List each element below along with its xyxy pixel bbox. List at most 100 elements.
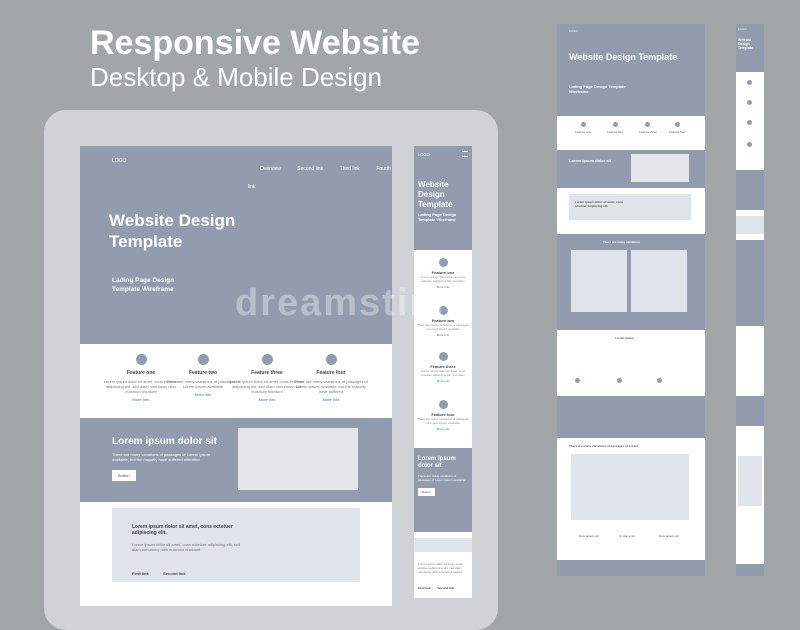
preview-cta-title: Lorem ipsum dolor sit <box>569 158 612 163</box>
logo[interactable]: LOGO <box>112 158 127 164</box>
feature-icon <box>135 354 147 365</box>
main-nav: Overview Second link Third link Fourth l… <box>248 157 392 193</box>
menu-icon[interactable] <box>462 151 468 157</box>
mobile-preview-hero <box>736 24 764 72</box>
card-text: Lorem ipsum dolor sit amet, cons ectetue… <box>132 542 241 552</box>
preview-feature-title: Feature one <box>575 130 592 134</box>
card-title: Lorem ipsum dolor sit amet, cons ectetue… <box>132 524 233 536</box>
mobile-card-link-2[interactable]: Second link <box>437 586 455 590</box>
feature-more-link[interactable]: More info <box>258 397 276 402</box>
preview-bottom-title: Duis autem vel <box>659 534 679 538</box>
mobile-preview-icon <box>747 120 752 125</box>
mobile-feature: Feature two There are many variations of… <box>416 306 470 337</box>
preview-feature-title: Feature two <box>607 130 623 134</box>
mobile-image-placeholder <box>414 538 472 552</box>
nav-link-1[interactable]: Overview <box>260 166 281 172</box>
preview-variations-title: There are many variations <box>603 240 641 244</box>
feature-card: Feature one Lorem ipsum dolor sit amet, … <box>102 354 180 402</box>
full-page-preview: LOGO Website Design Template Lading Page… <box>557 24 705 576</box>
feature-text: There are many variations of passages of… <box>166 379 240 389</box>
feature-more-link[interactable]: More Info <box>436 285 450 289</box>
mobile-preview-icon <box>747 100 752 105</box>
preview-quote-band <box>557 396 705 438</box>
hero-subtitle: Lading Page Design Template Wireframe <box>112 277 175 293</box>
preview-hero-subtitle: Lading Page Design Template Wireframe <box>569 84 626 94</box>
mobile-feature: Feature three Lorem ipsum dolor sit amet… <box>416 352 470 383</box>
preview-card-title: Lorem ipsum dolor sit amet, cons ectetue… <box>575 200 624 208</box>
mobile-card-link-1[interactable]: First link <box>418 586 431 590</box>
mobile-preview-icon <box>747 80 752 85</box>
feature-icon <box>438 400 448 409</box>
preview-feature-icon <box>581 122 586 127</box>
feature-title: Feature two <box>188 370 218 376</box>
nav-link-4[interactable]: Fourth link <box>248 166 391 190</box>
mobile-preview-band <box>736 170 764 210</box>
mobile-preview-band-2 <box>736 396 764 426</box>
feature-more-link[interactable]: More info <box>436 379 450 383</box>
mobile-preview-card <box>736 216 764 234</box>
preview-image <box>631 250 687 312</box>
feature-title: Feature one <box>431 270 455 275</box>
preview-feature-icon <box>613 122 618 127</box>
preview-avatar <box>575 378 580 383</box>
feature-text: Lorem ipsum dolor sit amet, cons ectetue… <box>420 369 466 377</box>
image-placeholder <box>238 428 358 490</box>
preview-logo: LOGO <box>569 29 578 33</box>
cta-title: Lorem ipsum dolor sit <box>112 436 218 447</box>
feature-icon <box>438 306 448 315</box>
feature-more-link[interactable]: More Info <box>132 397 150 402</box>
feature-icon <box>438 352 448 361</box>
feature-title: Feature four <box>431 412 455 417</box>
mobile-preview-footer <box>736 564 764 576</box>
cta-text: There are many variations of passages of… <box>112 452 211 462</box>
preview-feature-title: Feature three <box>639 130 658 134</box>
desktop-screen: LOGO Overview Second link Third link Fou… <box>80 146 392 606</box>
preview-feature-icon <box>675 122 680 127</box>
mobile-cta-button[interactable]: Button <box>418 488 435 496</box>
preview-gallery <box>571 454 689 520</box>
preview-bottom-title: Ut wisi enim <box>619 534 636 538</box>
feature-card: Feature four There are many variations o… <box>292 354 370 402</box>
mobile-logo[interactable]: LOGO <box>418 152 430 157</box>
preview-lorem-title: Lorem ipsum <box>615 336 634 340</box>
feature-more-link[interactable]: More info <box>194 392 212 397</box>
feature-text: There are many variations of passages of… <box>417 323 469 331</box>
feature-title: Feature one <box>126 370 156 376</box>
headline-subtitle: Desktop & Mobile Design <box>90 62 382 92</box>
mobile-preview-title: Website Design Template <box>738 38 754 50</box>
hero-title: Website Design Template <box>109 211 236 251</box>
feature-more-link[interactable]: More info <box>436 427 450 431</box>
mobile-preview-gallery <box>738 456 762 506</box>
feature-text: There are many variations of passages of… <box>417 417 469 425</box>
nav-link-2[interactable]: Second link <box>297 166 324 172</box>
preview-footer <box>557 560 705 576</box>
feature-text: Lorem ipsum dolor sit amet, cons ectetue… <box>420 275 466 283</box>
feature-icon <box>261 354 273 365</box>
preview-variations-title-2: There are many variations of passages of… <box>569 444 639 448</box>
card-link-2[interactable]: Second link <box>163 571 186 576</box>
feature-more-link[interactable]: More info <box>436 333 450 337</box>
feature-text: Lorem ipsum dolor sit amet, cons ectetue… <box>229 379 305 394</box>
card-link-1[interactable]: First link <box>132 571 149 576</box>
content-card <box>112 508 360 582</box>
preview-hero <box>557 24 705 116</box>
feature-icon <box>325 354 337 365</box>
preview-avatar <box>617 378 622 383</box>
mobile-full-preview: LOGO Website Design Template <box>736 24 764 576</box>
mobile-feature: Feature four There are many variations o… <box>416 400 470 431</box>
feature-text: There are many variations of passages of… <box>294 379 368 394</box>
preview-image <box>571 250 627 312</box>
mobile-cta-band: Lorem ipsum dolor sit There are many var… <box>414 448 472 532</box>
cta-button[interactable]: Button <box>112 470 136 481</box>
feature-card: Feature two There are many variations of… <box>164 354 242 397</box>
mobile-preview-icon <box>747 142 752 147</box>
feature-icon <box>438 258 448 267</box>
mobile-hero: LOGO Website Design Template Lading Page… <box>414 146 472 250</box>
preview-avatar <box>657 378 662 383</box>
nav-link-3[interactable]: Third link <box>339 166 360 172</box>
feature-title: Feature three <box>251 370 283 376</box>
preview-bottom-title: Duis autem vel <box>579 534 599 538</box>
card-links: First link Second link <box>132 562 196 580</box>
headline-title: Responsive Website <box>90 24 421 62</box>
feature-more-link[interactable]: More info <box>322 397 340 402</box>
